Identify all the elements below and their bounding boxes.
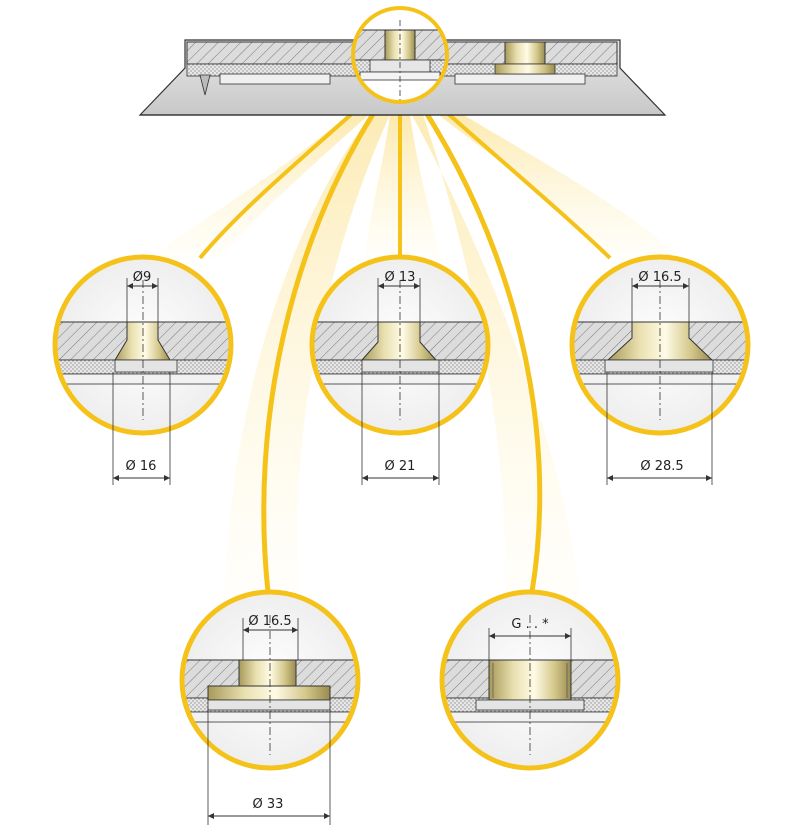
beam-d2 bbox=[365, 100, 440, 258]
d1-bottom-dimension: Ø 16 bbox=[126, 459, 157, 474]
d3-top-dimension: Ø 16.5 bbox=[638, 270, 681, 285]
beam-d5 bbox=[405, 100, 580, 595]
d4-top-dimension: Ø 16.5 bbox=[248, 614, 291, 629]
detail-5: G . . * bbox=[439, 589, 621, 771]
d3-bottom-dimension: Ø 28.5 bbox=[640, 459, 683, 474]
d4-bottom-dimension: Ø 33 bbox=[253, 797, 284, 812]
top-magnifier bbox=[351, 6, 449, 104]
detail-1: Ø9 Ø 16 bbox=[52, 254, 234, 485]
d2-top-dimension: Ø 13 bbox=[385, 270, 416, 285]
detail-2: Ø 13 Ø 21 bbox=[309, 254, 491, 485]
detail-4: Ø 16.5 Ø 33 bbox=[179, 589, 361, 825]
overview-panel bbox=[138, 39, 667, 116]
detail-3: Ø 16.5 Ø 28.5 bbox=[569, 254, 751, 485]
d1-top-dimension: Ø9 bbox=[133, 270, 152, 285]
d5-top-dimension: G . . * bbox=[511, 617, 549, 632]
beam-d3 bbox=[418, 95, 680, 258]
d2-bottom-dimension: Ø 21 bbox=[385, 459, 416, 474]
